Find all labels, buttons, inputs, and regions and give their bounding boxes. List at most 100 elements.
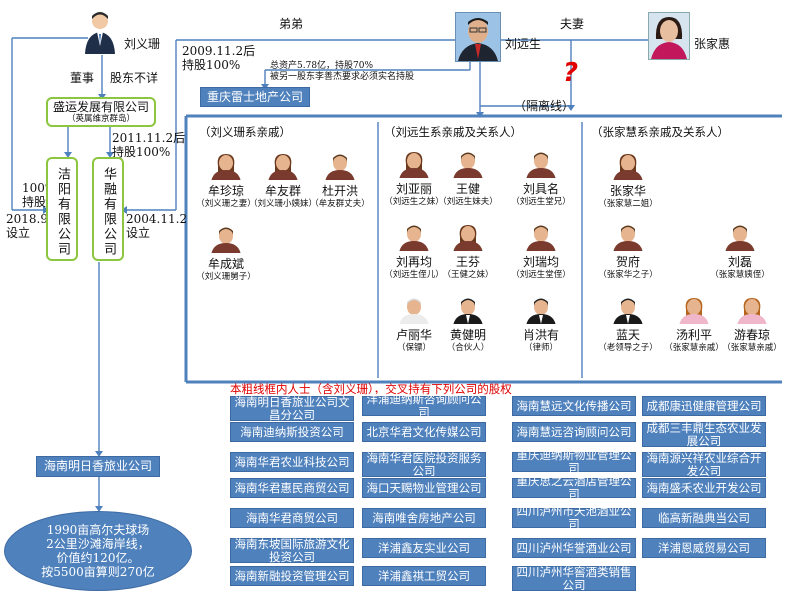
equity-company-box: 海南新融投资管理公司: [230, 566, 354, 586]
zhang-jiahui-photo: [648, 12, 690, 60]
relative-name: 牟珍琼: [207, 184, 244, 198]
section-liu-yuansheng: （刘远生系亲戚及关系人）: [384, 125, 522, 139]
equity-company-box: 洋浦鑫祺工贸公司: [362, 566, 486, 586]
equity-company-box: 洋浦鑫友实业公司: [362, 538, 486, 558]
relative-role: （张家华之子）: [598, 270, 658, 280]
golf-line-3: 价值约120亿。: [56, 551, 140, 565]
relative-role: （老领导之子）: [598, 343, 658, 353]
equity-company-box: 海口天赐物业管理公司: [362, 478, 486, 498]
person-avatar-icon: [453, 152, 483, 178]
person-avatar-icon: [453, 298, 483, 324]
equity-company-box: 海南华君商贸公司: [230, 508, 354, 528]
relative-role: （刘义珊舅子）: [196, 272, 256, 282]
person-avatar-icon: [399, 152, 429, 178]
relative-role: （王健之妹）: [442, 270, 494, 280]
person-avatar-icon: [526, 225, 556, 251]
relative-name: 王芬: [455, 255, 480, 269]
relative-name: 刘再均: [395, 255, 432, 269]
relative-name: 王健: [455, 182, 480, 196]
golf-line-2: 2公里沙滩海岸线，: [46, 537, 150, 551]
relative-name: 刘具名: [522, 182, 559, 196]
equity-company-box: 海南华君农业科技公司: [230, 452, 354, 472]
equity-company-box: 成都三丰鼎生态农业发展公司: [642, 421, 766, 447]
equity-company-box: 海南慧远咨询顾问公司: [512, 422, 636, 442]
relative-name: 汤利平: [675, 328, 712, 342]
equity-company-box: 海南盛禾农业开发公司: [642, 478, 766, 498]
equity-company-box: 海南明日香旅业公司文昌分公司: [230, 395, 354, 421]
chongqing-leishi-box: 重庆雷士地产公司: [200, 87, 310, 107]
huarong-company-box: 华融有限公司: [92, 157, 124, 261]
person-avatar-icon: [613, 154, 643, 180]
question-mark: ?: [563, 58, 579, 88]
equity-company-box: 海南源兴祥农业综合开发公司: [642, 451, 766, 477]
section-liu-yishan: （刘义珊系亲戚）: [199, 125, 291, 139]
relative-role: （合伙人）: [446, 343, 490, 353]
relative-name: 贺府: [615, 255, 640, 269]
relative-name: 刘瑞均: [522, 255, 559, 269]
relative-role: （牟友群丈夫）: [310, 199, 370, 209]
equity-company-box: 洋浦恩威贸易公司: [642, 538, 766, 558]
relative-name: 牟友群: [264, 184, 301, 198]
equity-company-box: 海南华君医院投资服务公司: [362, 451, 486, 477]
person-avatar-icon: [526, 298, 556, 324]
relative-name: 张家华: [609, 184, 646, 198]
relative-role: （刘远生堂侄）: [511, 270, 571, 280]
equity-company-box: 海南东坡国际旅游文化投资公司: [230, 537, 354, 563]
liu-yuansheng-name: 刘远生: [505, 37, 542, 51]
director-label: 董事: [70, 71, 95, 85]
person-avatar-icon: [526, 152, 556, 178]
relative-name: 杜开洪: [321, 184, 358, 198]
equity-company-box: 海南迪纳斯投资公司: [230, 422, 354, 442]
person-avatar-icon: [725, 225, 755, 251]
equity-company-box: 北京华君文化传媒公司: [362, 422, 486, 442]
relative-role: （刘义珊之妻）: [196, 199, 256, 209]
zhang-jiahui-name: 张家惠: [694, 37, 731, 51]
person-avatar-icon: [399, 225, 429, 251]
relative-role: （张家慧亲戚）: [664, 343, 724, 353]
relative-name: 刘磊: [727, 255, 752, 269]
person-avatar-icon: [737, 298, 767, 324]
equity-company-box: 海南慧远文化传播公司: [512, 396, 636, 416]
equity-company-box: 重庆迪纳斯物业管理公司: [512, 449, 636, 475]
person-avatar-icon: [211, 154, 241, 180]
relative-role: （律师）: [523, 343, 558, 353]
relative-role: （刘远生堂兄）: [511, 197, 571, 207]
relative-name: 肖洪有: [522, 328, 559, 342]
businessman-avatar-icon: [85, 12, 115, 54]
person-avatar-icon: [613, 298, 643, 324]
person-avatar-icon: [453, 225, 483, 251]
equity-company-box: 海南华君惠民商贸公司: [230, 478, 354, 498]
relative-name: 牟成斌: [207, 257, 244, 271]
person-avatar-icon: [679, 298, 709, 324]
liu-yishan-name: 刘义珊: [124, 37, 161, 51]
spouse-label: 夫妻: [560, 17, 585, 31]
golf-line-4: 按5500亩算则270亿: [41, 565, 155, 579]
brother-label: 弟弟: [279, 17, 304, 31]
person-avatar-icon: [399, 298, 429, 324]
golf-line-1: 1990亩高尔夫球场: [46, 523, 150, 537]
relative-role: （张家慧亲戚）: [722, 343, 782, 353]
equity-company-box: 四川泸州市天池酒业公司: [512, 505, 636, 531]
equity-company-box: 海南唯舍房地产公司: [362, 508, 486, 528]
person-avatar-icon: [613, 225, 643, 251]
isolation-line-label: （隔离线）: [514, 99, 575, 113]
equity-company-box: 成都康迅健康管理公司: [642, 396, 766, 416]
shengyun-sub: （英属维京群岛）: [66, 114, 135, 124]
relative-role: （刘义珊小姨妹）: [248, 199, 317, 209]
relative-role: （张家慧姨侄）: [710, 270, 770, 280]
shengyun-name: 盛运发展有限公司: [52, 100, 149, 114]
hainan-mingri-box: 海南明日香旅业公司: [36, 456, 160, 477]
person-avatar-icon: [268, 154, 298, 180]
person-avatar-icon: [325, 154, 355, 180]
equity-note: 本粗线框内人士（含刘义珊），交叉持有下列公司的股权: [230, 382, 512, 396]
equity-company-box: 四川泸州华誉酒业公司: [512, 538, 636, 558]
relative-name: 黄健明: [449, 328, 486, 342]
shengyun-company-box: 盛运发展有限公司 （英属维京群岛）: [46, 97, 156, 127]
relative-name: 游春琼: [733, 328, 770, 342]
relative-name: 蓝天: [615, 328, 640, 342]
equity-company-box: 临高新融典当公司: [642, 508, 766, 528]
relative-role: （保镖）: [396, 343, 431, 353]
shareholder-unknown-label: 股东不详: [110, 71, 159, 85]
person-avatar-icon: [211, 227, 241, 253]
